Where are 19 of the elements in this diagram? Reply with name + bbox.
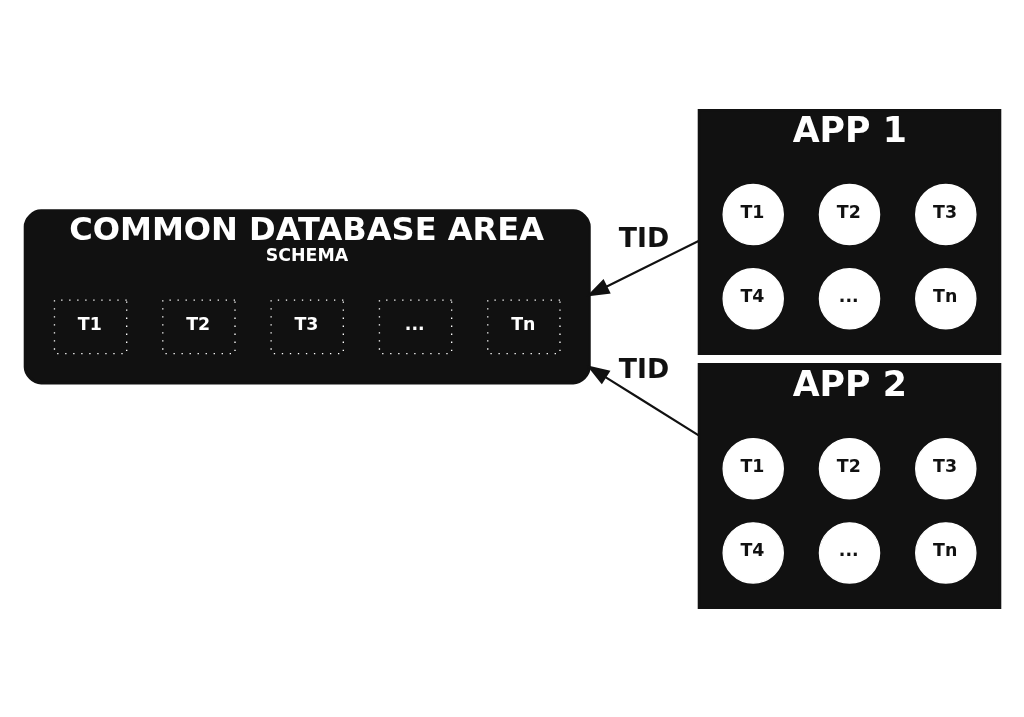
node-circle: T2 <box>818 437 880 499</box>
edge-label: TID <box>618 221 669 253</box>
edge-label: TID <box>618 352 669 384</box>
node-circle: ... <box>818 267 880 330</box>
node-circle: Tn <box>914 521 977 584</box>
node-box: T1 <box>53 299 127 354</box>
node-circle: T2 <box>818 183 880 245</box>
node-circle: ... <box>818 521 880 584</box>
node-box: T3 <box>269 299 344 354</box>
node-circle: T3 <box>914 183 977 245</box>
node-box: T2 <box>161 299 236 354</box>
node-circle: Tn <box>914 267 977 330</box>
node-box: Tn <box>486 299 561 354</box>
node-circle: T3 <box>914 437 977 499</box>
node-circle: T1 <box>721 437 784 499</box>
node-circle: T4 <box>721 267 784 330</box>
node-circle: T1 <box>721 183 784 245</box>
node-circle: T4 <box>721 521 784 584</box>
node-box: ... <box>378 299 452 354</box>
